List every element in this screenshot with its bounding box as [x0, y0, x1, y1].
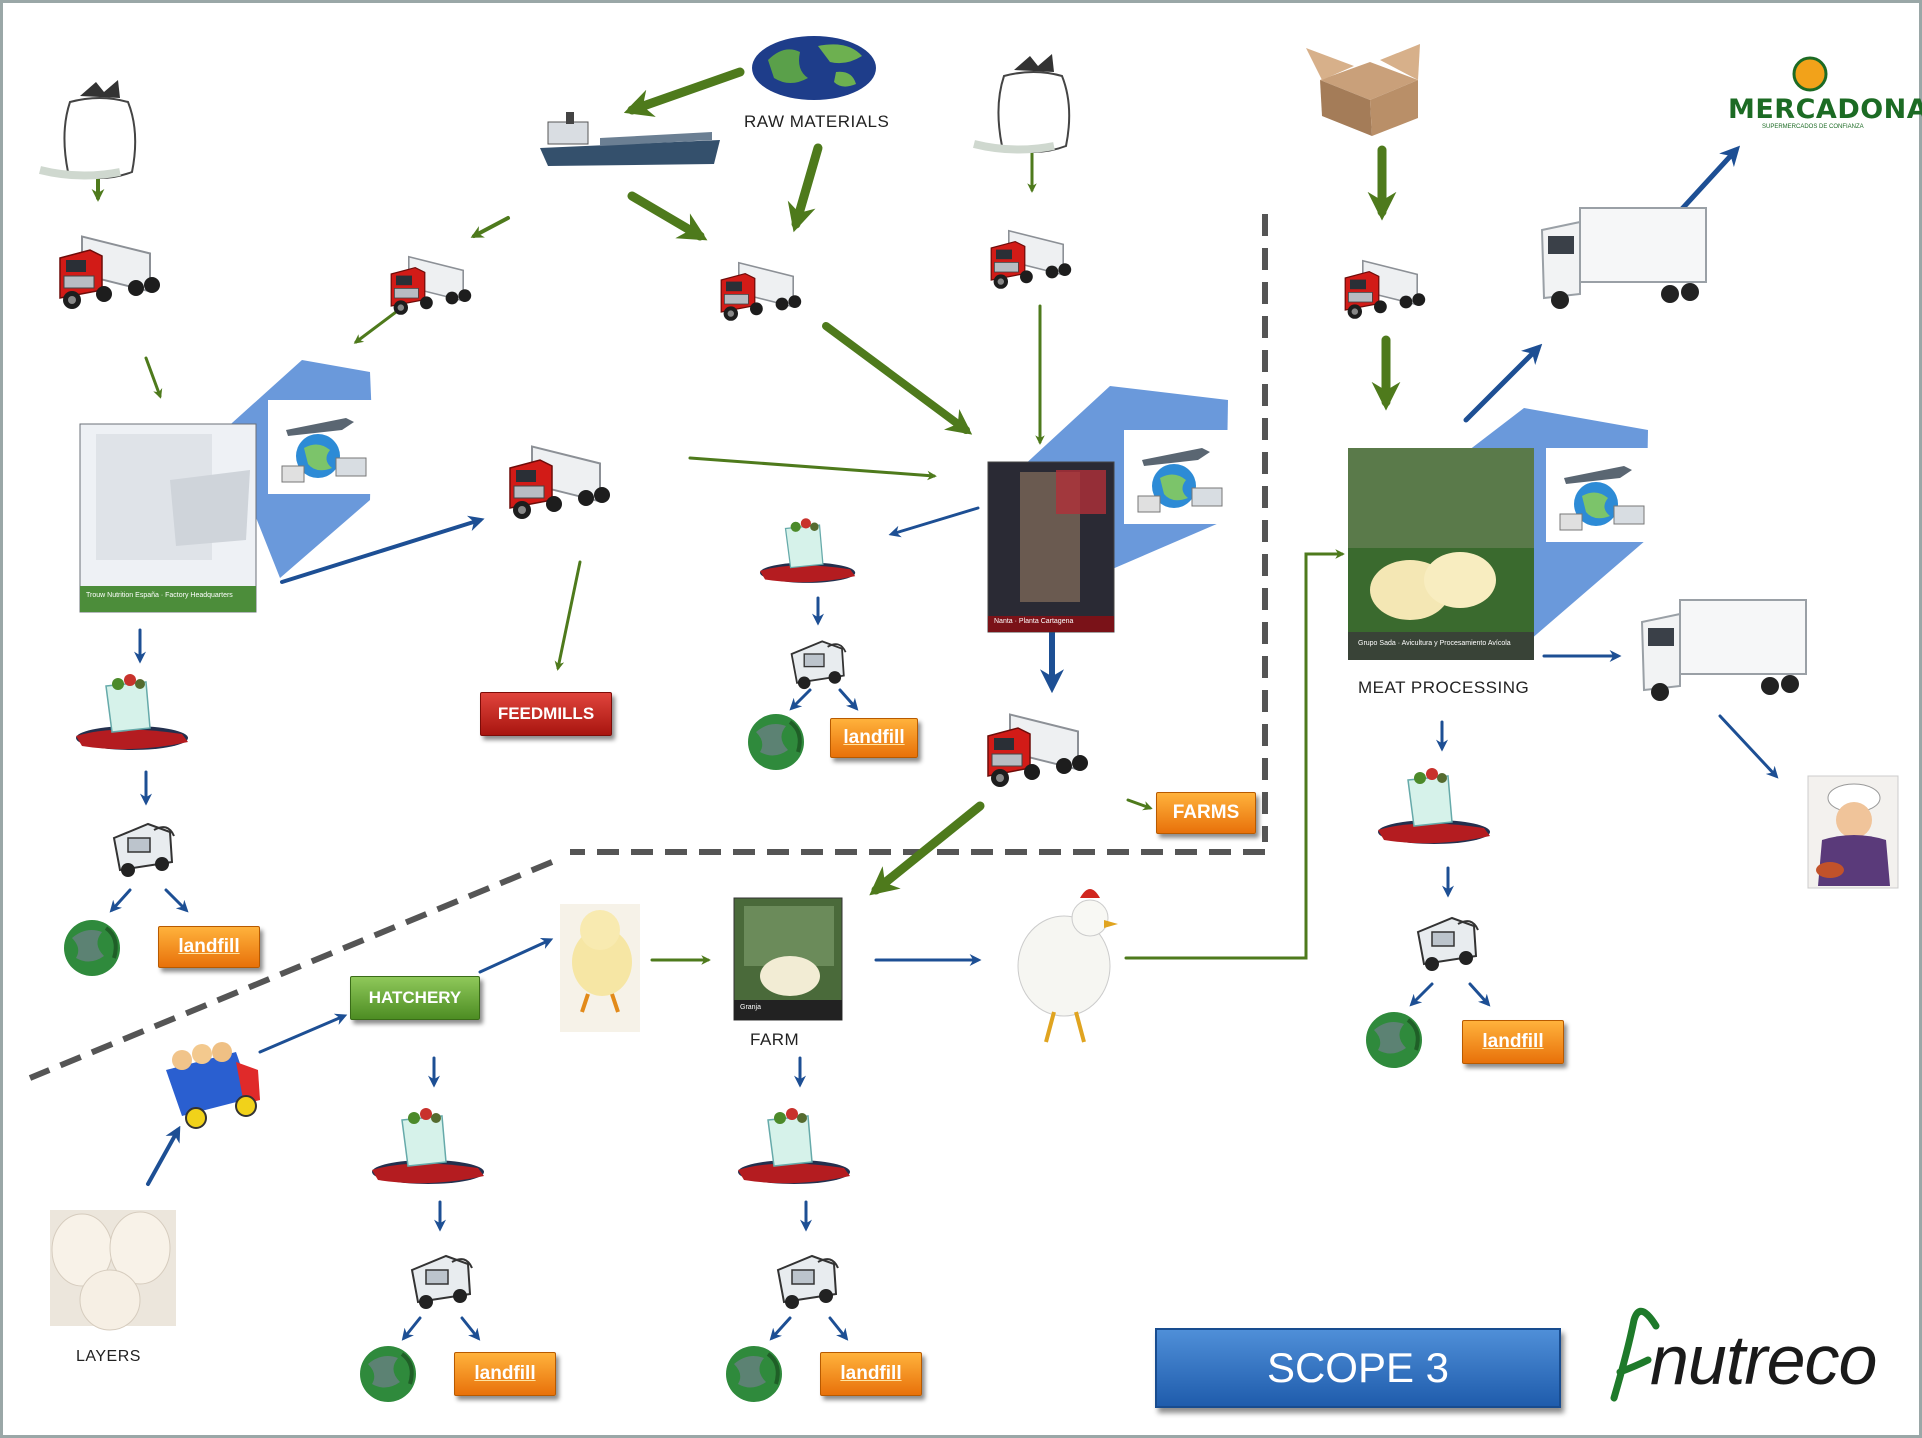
meat-caption: Grupo Sada · Avicultura y Procesamiento … — [1358, 640, 1511, 647]
truck-icon — [720, 261, 803, 322]
farm-photo-caption: Granja — [740, 1004, 762, 1011]
truck-icon — [990, 229, 1072, 290]
landfill-box[interactable]: landfill — [454, 1352, 556, 1396]
trouw-plant-photo — [79, 423, 257, 613]
truck-icon — [1344, 259, 1426, 320]
transport-globe-icon — [1123, 429, 1229, 525]
nutreco-swoosh-icon — [1610, 1307, 1660, 1402]
chick-icon — [560, 904, 640, 1032]
landfill-box[interactable]: landfill — [158, 926, 260, 968]
waste-bin-icon — [1377, 767, 1491, 845]
plant-caption: Trouw Nutrition España · Factory Headqua… — [86, 592, 233, 599]
recycle-globe-icon — [1364, 1010, 1424, 1070]
farm-photo — [733, 897, 843, 1021]
garbage-truck-icon — [790, 640, 847, 690]
waste-bin-icon — [75, 673, 189, 751]
hatchery-box[interactable]: HATCHERY — [350, 976, 480, 1020]
blue-arrows — [109, 145, 1779, 1341]
landfill-box[interactable]: landfill — [820, 1352, 922, 1396]
raw-materials-label: RAW MATERIALS — [744, 112, 890, 131]
lorry-icon — [1541, 207, 1707, 310]
truck-icon — [509, 445, 611, 520]
waste-bin-icon — [737, 1107, 851, 1185]
meat-processing-photo — [1348, 448, 1534, 660]
garbage-truck-icon — [1417, 917, 1479, 972]
butcher-icon — [1807, 775, 1899, 889]
garbage-truck-icon — [777, 1255, 839, 1310]
feedmills-box[interactable]: FEEDMILLS — [480, 692, 612, 736]
truck-icon — [987, 713, 1089, 788]
truck-icon — [59, 235, 161, 310]
feed-bag-icon — [974, 54, 1069, 152]
scope-3-button[interactable]: SCOPE 3 — [1155, 1328, 1561, 1408]
cardboard-box-icon — [1306, 44, 1420, 136]
meat-processing-label: MEAT PROCESSING — [1358, 678, 1530, 697]
boundary-line-diagonal — [28, 859, 554, 1081]
recycle-globe-icon — [358, 1344, 418, 1404]
layers-label: LAYERS — [76, 1348, 141, 1365]
globe-map-icon — [752, 36, 876, 100]
mercadona-tagline: SUPERMERCADOS DE CONFIANZA — [1762, 124, 1864, 130]
transport-globe-icon — [1545, 447, 1651, 543]
recycle-globe-icon — [62, 918, 122, 978]
truck-icon — [390, 255, 473, 316]
toy-truck-eggs-icon — [166, 1042, 260, 1129]
feedmill-caption: Nanta · Planta Cartagena — [994, 618, 1074, 625]
farm-label: FARM — [750, 1030, 800, 1049]
transport-globe-icon — [267, 399, 373, 495]
mercadona-logo-text: MERCADONA — [1728, 94, 1922, 125]
lorry-icon — [1641, 599, 1807, 702]
chicken-icon — [1017, 889, 1118, 1043]
mercadona-logo — [1726, 50, 1894, 138]
ship-icon — [540, 112, 720, 166]
landfill-box[interactable]: landfill — [1462, 1020, 1564, 1064]
waste-bin-icon — [371, 1107, 485, 1185]
feed-bag-icon — [40, 80, 135, 178]
farms-box[interactable]: FARMS — [1156, 792, 1256, 834]
garbage-truck-icon — [411, 1255, 473, 1310]
recycle-globe-icon — [724, 1344, 784, 1404]
landfill-box[interactable]: landfill — [830, 718, 918, 758]
feedmill-photo — [987, 461, 1115, 633]
garbage-truck-icon — [113, 823, 175, 878]
eggs-icon — [50, 1210, 176, 1331]
waste-bin-icon — [759, 517, 856, 584]
recycle-globe-icon — [746, 712, 806, 772]
nutreco-logo-text: nutreco — [1650, 1321, 1877, 1399]
